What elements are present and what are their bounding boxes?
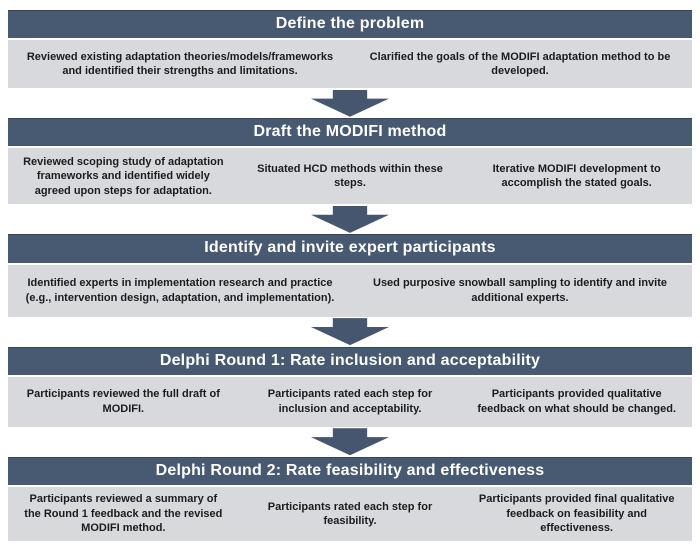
down-arrow-icon xyxy=(311,428,389,456)
stage-item: Reviewed scoping study of adaptation fra… xyxy=(23,155,224,197)
arrow-row xyxy=(8,204,692,234)
down-arrow-icon xyxy=(311,89,389,117)
stage-delphi-round-2: Delphi Round 2: Rate feasibility and eff… xyxy=(8,456,692,541)
stage-item: Participants reviewed a summary of the R… xyxy=(24,493,223,535)
stage-title: Identify and invite expert participants xyxy=(8,234,692,263)
stage-item: Participants reviewed the full draft of … xyxy=(26,388,220,415)
stage-title: Delphi Round 1: Rate inclusion and accep… xyxy=(8,346,692,375)
stage-title: Define the problem xyxy=(8,10,692,39)
stage-item: Situated HCD methods within these steps. xyxy=(257,163,443,190)
stage-body: Participants reviewed the full draft of … xyxy=(8,376,692,427)
arrow-row xyxy=(8,88,692,118)
stage-define-problem: Define the problem Reviewed existing ada… xyxy=(8,10,692,89)
stage-item: Identified experts in implementation res… xyxy=(25,277,335,304)
arrow-row xyxy=(8,317,692,347)
stage-identify-experts: Identify and invite expert participants … xyxy=(8,234,692,317)
stage-item: Participants rated each step for feasibi… xyxy=(267,500,433,527)
stage-title: Delphi Round 2: Rate feasibility and eff… xyxy=(8,456,692,485)
stage-item: Reviewed existing adaptation theories/mo… xyxy=(26,50,334,78)
stage-body: Reviewed existing adaptation theories/mo… xyxy=(8,40,692,89)
stage-draft-modifi: Draft the MODIFI method Reviewed scoping… xyxy=(8,118,692,205)
stage-item: Participants provided qualitative feedba… xyxy=(477,388,676,415)
stage-body: Reviewed scoping study of adaptation fra… xyxy=(8,148,692,205)
stage-item: Iterative MODIFI development to accompli… xyxy=(492,163,661,190)
stage-item: Used purposive snowball sampling to iden… xyxy=(373,277,667,304)
stage-item: Clarified the goals of the MODIFI adapta… xyxy=(369,50,671,78)
stage-delphi-round-1: Delphi Round 1: Rate inclusion and accep… xyxy=(8,346,692,427)
down-arrow-icon xyxy=(311,205,389,233)
down-arrow-icon xyxy=(311,318,389,346)
stage-title: Draft the MODIFI method xyxy=(8,118,692,147)
stage-body: Participants reviewed a summary of the R… xyxy=(8,486,692,541)
stage-item: Participants provided final qualitative … xyxy=(478,493,675,535)
arrow-row xyxy=(8,427,692,457)
stage-body: Identified experts in implementation res… xyxy=(8,264,692,317)
stage-item: Participants rated each step for inclusi… xyxy=(267,388,433,415)
